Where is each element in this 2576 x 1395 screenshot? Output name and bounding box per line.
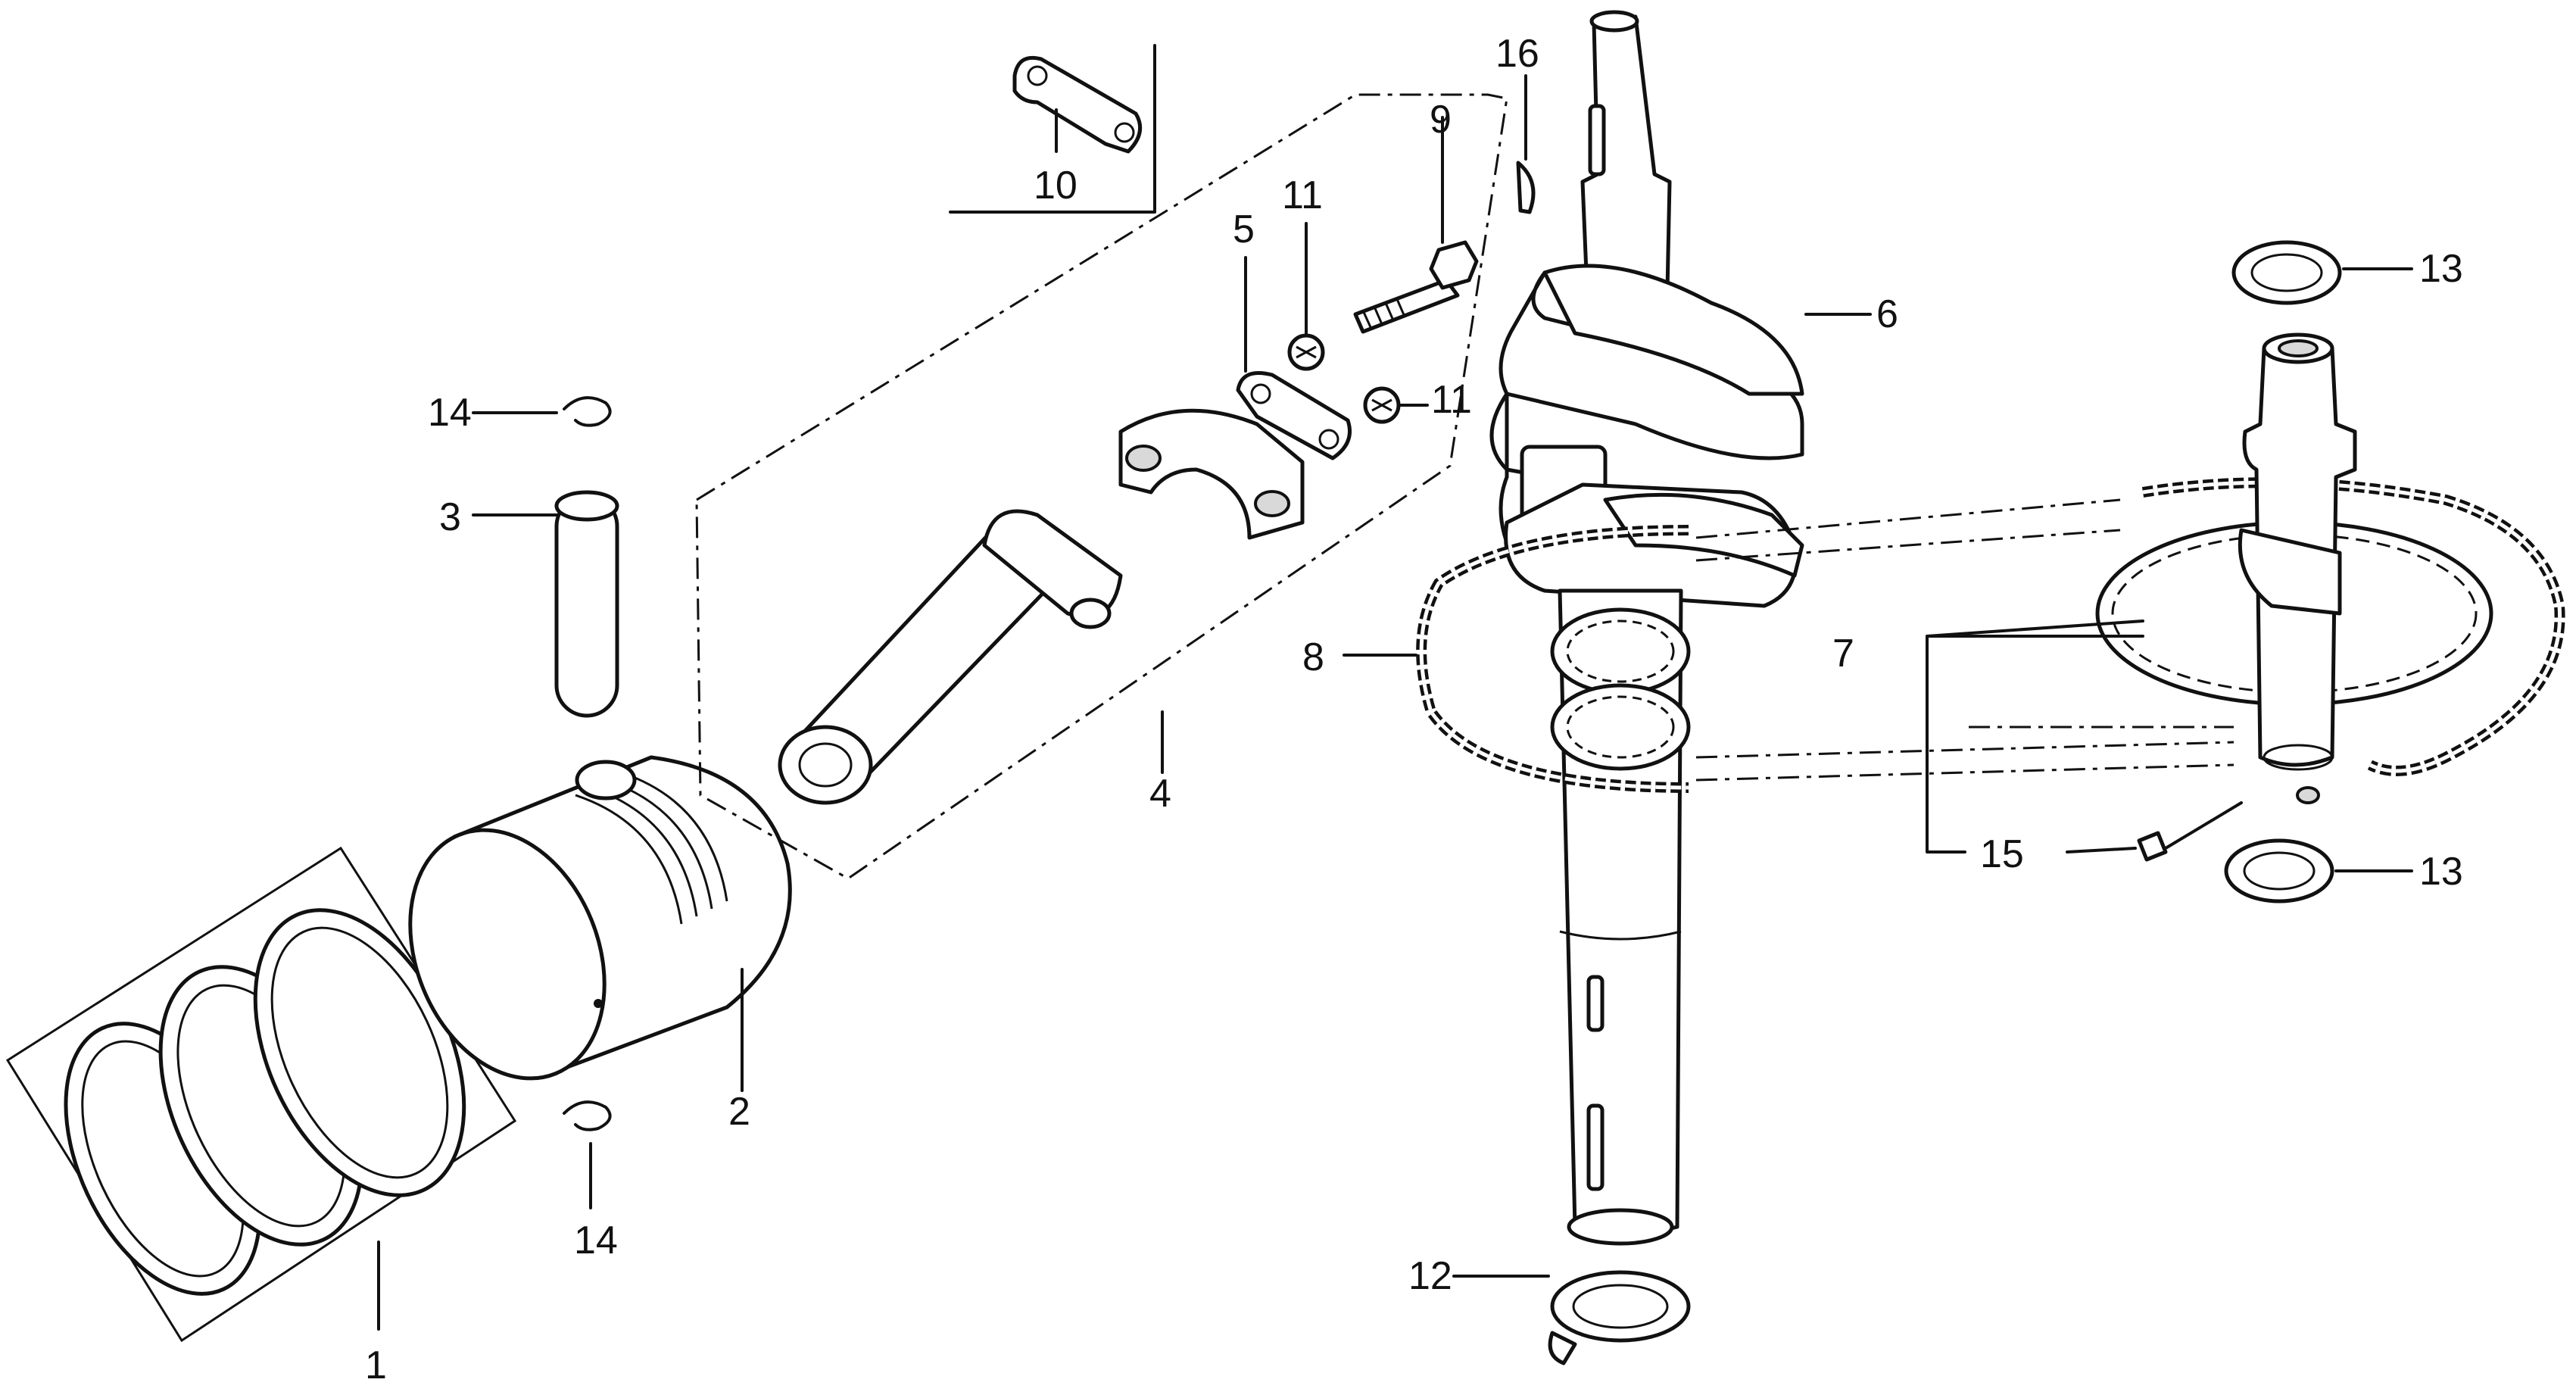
bracket-frame	[949, 44, 1156, 214]
callout-13-top: 13	[2419, 247, 2463, 291]
callout-12: 12	[1408, 1254, 1452, 1298]
connecting-rod-cap	[1118, 408, 1305, 540]
callout-16: 16	[1495, 32, 1539, 76]
connecting-rod	[778, 509, 1123, 805]
rod-bolt	[1353, 240, 1479, 334]
piston-rings-group	[5, 846, 517, 1343]
callout-13-bottom: 13	[2419, 850, 2463, 894]
lock-washer-upper	[1287, 333, 1325, 371]
callout-14-bottom: 14	[574, 1219, 618, 1262]
lock-washer-lower	[1363, 386, 1401, 424]
callout-7: 7	[1832, 632, 1854, 676]
callout-9: 9	[1430, 98, 1452, 142]
leader-lines	[377, 74, 2413, 1331]
connecting-rod-group-box	[695, 93, 1508, 880]
callout-1: 1	[365, 1344, 387, 1387]
cam-pin	[2137, 831, 2168, 862]
piston-pin	[554, 490, 619, 718]
camshaft	[2095, 332, 2493, 804]
ring-gap	[227, 1064, 250, 1084]
callout-11-upper: 11	[1282, 173, 1323, 217]
callout-5: 5	[1233, 208, 1255, 251]
callout-11-lower: 11	[1431, 378, 1472, 422]
thrust-washer-bottom	[2224, 838, 2334, 903]
woodruff-key	[1516, 161, 1536, 214]
callout-3: 3	[439, 495, 461, 539]
bracket	[1012, 55, 1143, 154]
oil-dipper-plate	[1236, 371, 1352, 460]
crank-sprocket	[1550, 607, 1691, 771]
thrust-washer-top	[2231, 240, 2342, 305]
crank-thrust-washer	[1548, 1270, 1691, 1365]
ring-gap	[318, 1011, 341, 1031]
callout-15: 15	[1980, 832, 2024, 876]
piston	[408, 755, 792, 1081]
callout-14-top: 14	[428, 391, 472, 435]
callout-4: 4	[1149, 772, 1171, 816]
piston-mark	[594, 999, 603, 1008]
callout-8: 8	[1302, 635, 1324, 679]
piston-pin-clip-bottom	[563, 1100, 612, 1131]
callout-10: 10	[1034, 164, 1077, 208]
callout-6: 6	[1876, 292, 1898, 336]
piston-pin-clip-top	[563, 396, 612, 427]
callout-2: 2	[728, 1090, 750, 1134]
